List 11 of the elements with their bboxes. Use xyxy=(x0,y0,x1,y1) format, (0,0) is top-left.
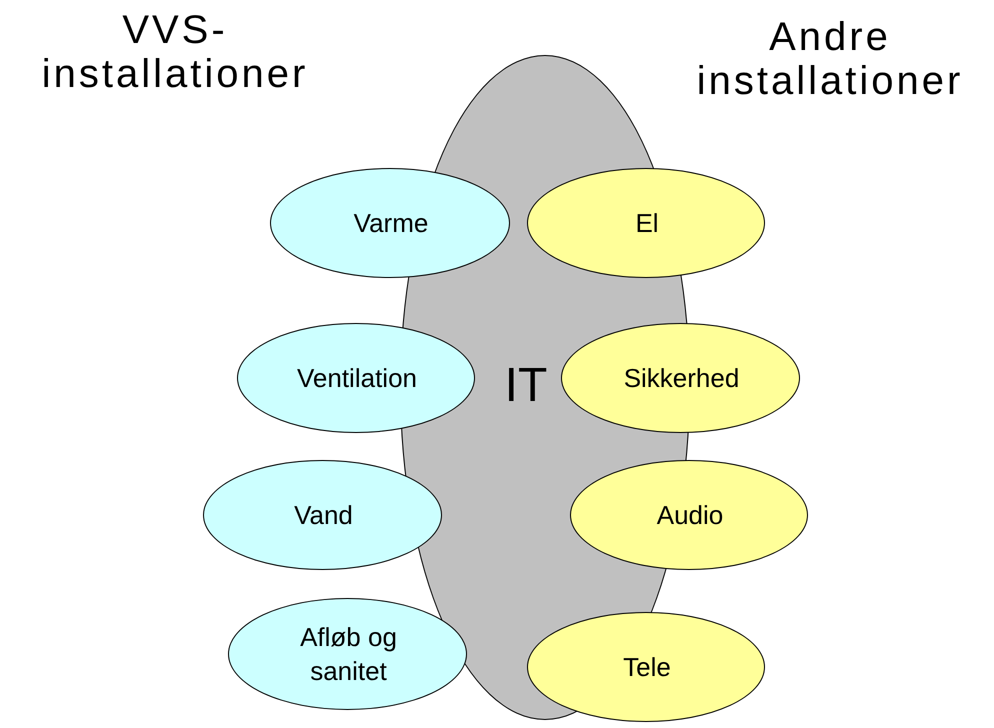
node-label: Afløb og sanitet xyxy=(299,621,398,688)
node-label: El xyxy=(634,207,660,240)
node-label: Audio xyxy=(656,499,724,532)
node-label: Vand xyxy=(293,499,354,532)
heading: VVS- installationer xyxy=(40,8,310,96)
node-label: Tele xyxy=(622,651,672,684)
node-label: IT xyxy=(504,359,548,413)
node-label: Varme xyxy=(352,207,430,240)
node-label: Sikkerhed xyxy=(622,362,740,395)
node-label: Ventilation xyxy=(296,362,418,395)
heading: Andre installationer xyxy=(696,15,964,103)
